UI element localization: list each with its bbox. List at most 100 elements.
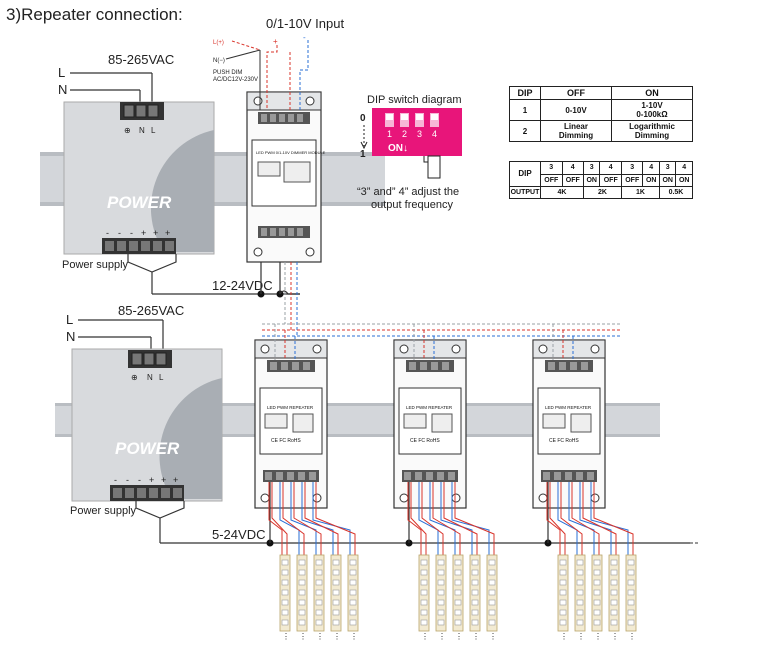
bottom-psu-term-6: + (173, 475, 178, 485)
repeater-module: LED PWM REPEATER CE FC RoHS (532, 339, 606, 509)
top-psu-term-2: - (118, 228, 121, 238)
dip-table-row2-off-line1: Linear (563, 122, 588, 131)
bottom-psu-caption: Power supply (70, 505, 137, 517)
dip-table-row1-on-line1: 1-10V (641, 101, 663, 110)
led-strip: ⋮ (625, 554, 637, 641)
svg-text:⋮: ⋮ (472, 632, 480, 640)
dip-table-header-off: OFF (540, 86, 612, 100)
dip-note-line-1: “3” and” 4” adjust the (357, 186, 459, 198)
freq-table-state: OFF (599, 174, 622, 187)
repeater-label: LED PWM REPEATER (406, 405, 453, 410)
freq-table-switch: 3 (620, 161, 644, 175)
dip-num-3: 3 (417, 129, 422, 139)
led-strip: ⋮ (313, 554, 325, 641)
dip-table-row2-on-line2: Dimming (634, 131, 670, 140)
freq-table-switch: 4 (642, 161, 660, 175)
svg-text:⋮: ⋮ (628, 632, 636, 640)
led-strip: ⋮ (608, 554, 620, 641)
repeater-label: LED PWM REPEATER (267, 405, 314, 410)
bottom-psu-term-3: - (138, 475, 141, 485)
top-supply-voltage: 85-265VAC (108, 52, 174, 67)
repeater-marks: CE FC RoHS (271, 438, 301, 444)
repeater-module: LED PWM REPEATER CE FC RoHS (254, 339, 328, 509)
repeater-marks: CE FC RoHS (410, 438, 440, 444)
n-minus-label: N(−) (213, 58, 225, 64)
dip-note-line-2: output frequency (371, 199, 453, 211)
freq-table-switch: 3 (540, 161, 563, 175)
svg-text:⋮: ⋮ (421, 632, 429, 640)
freq-table-switch: 4 (561, 161, 584, 175)
top-psu-term-1: - (106, 228, 109, 238)
top-supply-line-label: L (58, 65, 65, 80)
input-plus-mark: + (273, 37, 278, 46)
svg-text:⋮: ⋮ (350, 632, 358, 640)
dip-table-row2-dip: 2 (509, 120, 541, 142)
freq-table-state: ON (642, 174, 660, 187)
freq-table-state: OFF (620, 174, 644, 187)
dip-table-row1-on-line2: 0-100kΩ (636, 110, 668, 119)
led-strips: ⋮⋮⋮⋮⋮⋮⋮⋮⋮⋮⋮⋮⋮⋮⋮ (268, 482, 637, 641)
top-psu-term-4: + (141, 228, 146, 238)
diagram-title: 3)Repeater connection: (6, 5, 183, 24)
dip-table-row1-dip: 1 (509, 99, 541, 121)
bottom-dc-label: 5-24VDC (212, 527, 265, 542)
led-strip: ⋮ (347, 554, 359, 641)
dip-on-mark: 1 (360, 149, 366, 160)
dip-num-2: 2 (402, 129, 407, 139)
dip-off-mark: 0 (360, 113, 366, 124)
dip-num-4: 4 (432, 129, 437, 139)
freq-table-dip-label: DIP (509, 161, 541, 187)
bottom-psu-l: L (159, 373, 164, 382)
led-strip: ⋮ (557, 554, 569, 641)
bottom-supply-voltage: 85-265VAC (118, 303, 184, 318)
bottom-psu-term-5: + (161, 475, 166, 485)
top-psu-term-5: + (153, 228, 158, 238)
svg-text:⋮: ⋮ (299, 632, 307, 640)
freq-table-state: ON (582, 174, 601, 187)
top-psu-caption: Power supply (62, 259, 129, 271)
bottom-psu-n: N (147, 373, 153, 382)
led-strip: ⋮ (452, 554, 464, 641)
svg-text:⋮: ⋮ (489, 632, 497, 640)
bottom-psu-term-2: - (126, 475, 129, 485)
top-psu-term-3: - (130, 228, 133, 238)
dip-diagram-title: DIP switch diagram (367, 94, 462, 106)
svg-text:⋮: ⋮ (560, 632, 568, 640)
svg-text:⋮: ⋮ (611, 632, 619, 640)
freq-table-output: 2K (583, 186, 622, 199)
repeater-marks: CE FC RoHS (549, 438, 579, 444)
freq-table-switch: 4 (675, 161, 693, 175)
top-psu-n: N (139, 126, 145, 135)
repeater-module: LED PWM REPEATER CE FC RoHS (393, 339, 467, 509)
din-rail-bottom-edge (55, 403, 660, 406)
bottom-psu-ground: ⊕ (131, 373, 138, 382)
svg-text:⋮: ⋮ (455, 632, 463, 640)
svg-text:⋮: ⋮ (594, 632, 602, 640)
freq-table-output: 1K (620, 186, 660, 199)
freq-table-output: 4K (540, 186, 584, 199)
led-strip: ⋮ (574, 554, 586, 641)
dip-table-row2-on-line1: Logarithmic (629, 122, 675, 131)
led-strip: ⋮ (469, 554, 481, 641)
dip-on-label: ON↓ (388, 143, 408, 154)
dip-table-header-dip: DIP (509, 86, 541, 100)
bottom-psu-arc (159, 378, 222, 499)
freq-table-state: OFF (561, 174, 584, 187)
repeater-label: LED PWM REPEATER (545, 405, 592, 410)
svg-text:⋮: ⋮ (438, 632, 446, 640)
bottom-supply-line-label: L (66, 312, 73, 327)
bottom-supply-neutral-label: N (66, 329, 75, 344)
push-dim-label: PUSH DIM (213, 70, 242, 76)
svg-text:⋮: ⋮ (316, 632, 324, 640)
top-psu-ground: ⊕ (124, 126, 131, 135)
top-supply-neutral-label: N (58, 82, 67, 97)
bottom-psu-term-4: + (149, 475, 154, 485)
freq-table-switch: 3 (658, 161, 677, 175)
led-strip: ⋮ (435, 554, 447, 641)
